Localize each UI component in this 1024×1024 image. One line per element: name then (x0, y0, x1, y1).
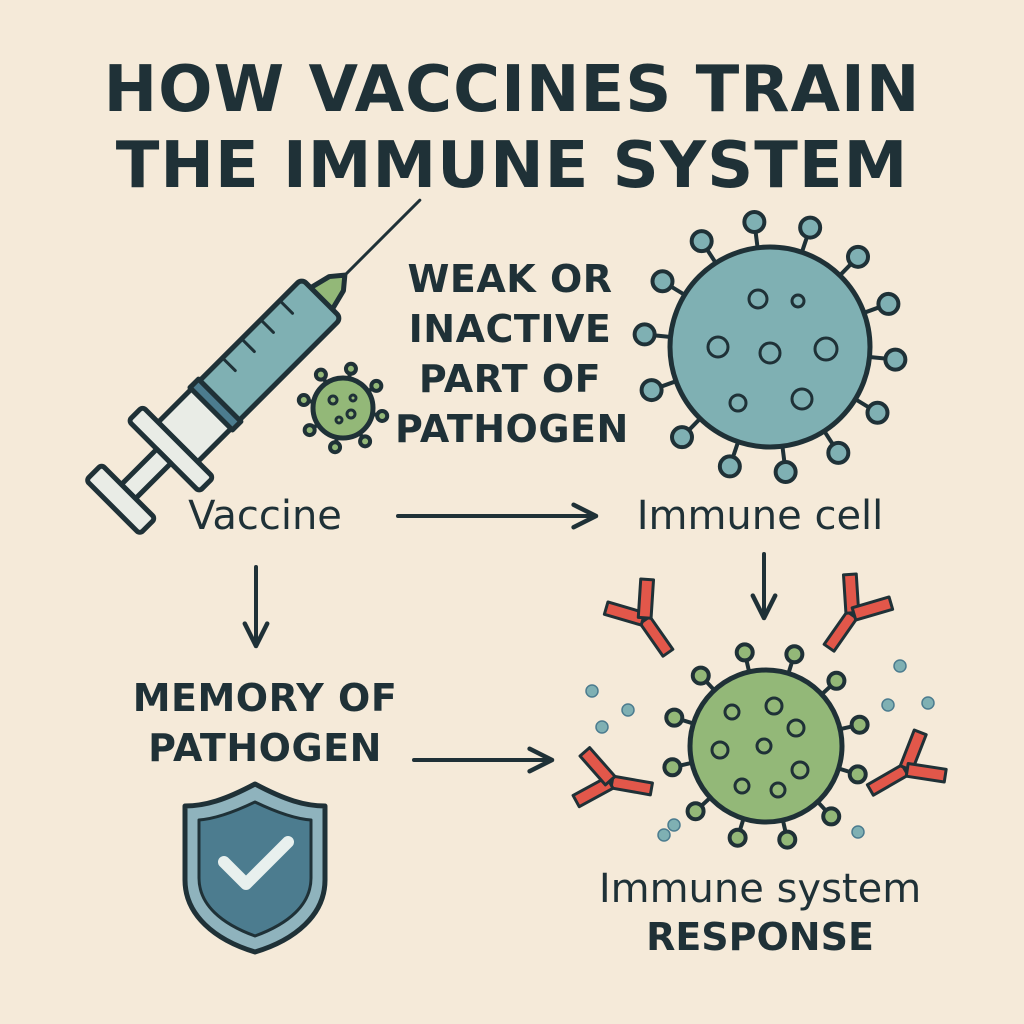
weak-label-line-1: WEAK OR (407, 257, 613, 301)
shield-check-icon (182, 781, 328, 955)
memory-label: MEMORY OF PATHOGEN (120, 673, 410, 773)
response-label-line-1: Immune system (598, 866, 922, 912)
weak-pathogen-label: WEAK OR INACTIVE PART OF PATHOGEN (395, 254, 629, 454)
small-pathogen-icon (296, 361, 390, 455)
antibody-icon (822, 572, 895, 653)
title-line-2: THE IMMUNE SYSTEM (115, 129, 909, 203)
vaccine-label: Vaccine (188, 493, 342, 539)
antibody-icon (865, 728, 948, 797)
diagram-title: HOW VACCINES TRAIN THE IMMUNE SYSTEM (0, 52, 1024, 204)
syringe-icon (85, 198, 422, 535)
title-line-1: HOW VACCINES TRAIN (103, 53, 921, 127)
immune-cell-icon (632, 209, 908, 485)
antibody-icon (571, 746, 654, 809)
antibody-icon (602, 577, 675, 658)
weak-label-line-4: PATHOGEN (395, 407, 629, 451)
memory-label-line-2: PATHOGEN (148, 726, 382, 770)
weak-label-line-2: INACTIVE (408, 307, 612, 351)
response-label-line-2: RESPONSE (646, 915, 874, 959)
memory-label-line-1: MEMORY OF (132, 676, 398, 720)
pathogen-icon (662, 642, 870, 850)
response-label: Immune system RESPONSE (560, 865, 960, 961)
weak-label-line-3: PART OF (418, 357, 602, 401)
particles (585, 659, 935, 842)
immune-cell-label: Immune cell (636, 493, 884, 539)
